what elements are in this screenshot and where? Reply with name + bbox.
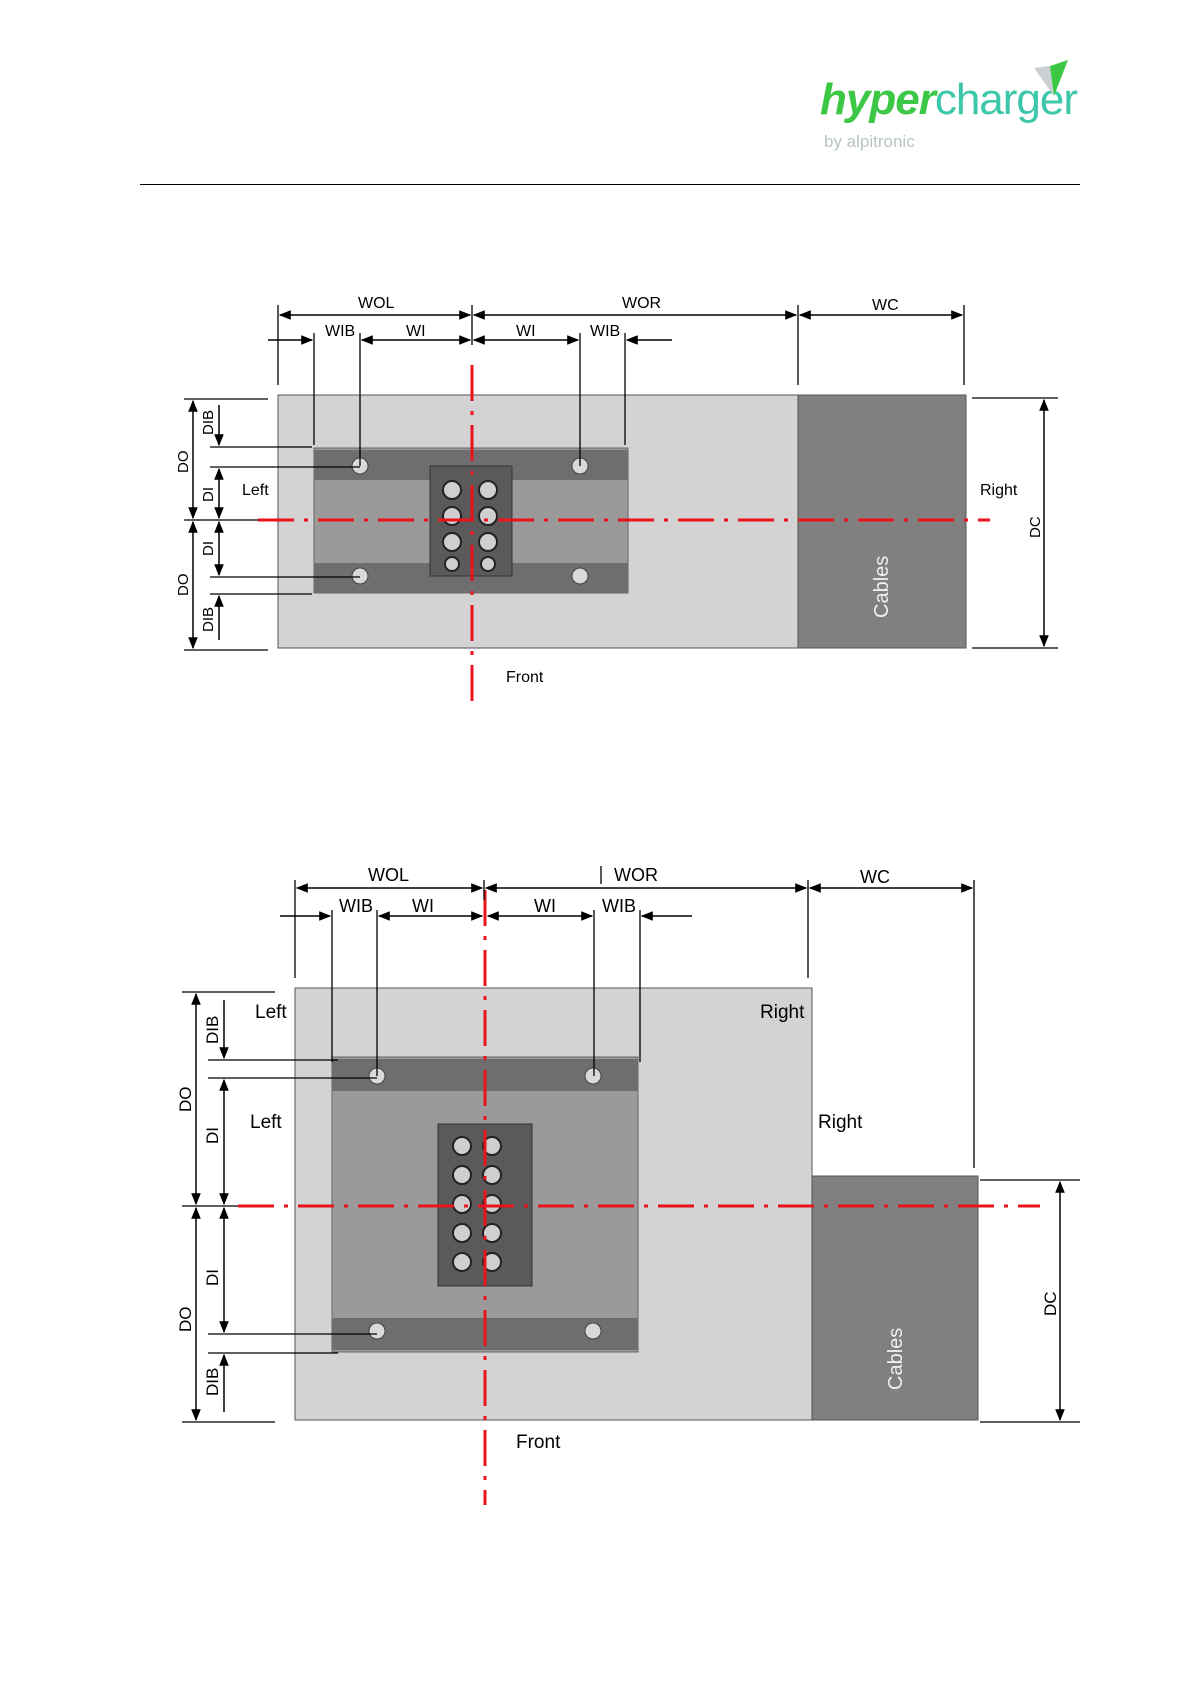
- label-w-ol: WOL: [368, 865, 409, 885]
- label-w-i-left: WI: [412, 896, 434, 916]
- label-d-o-bottom: DO: [176, 1307, 195, 1333]
- label-d-i-top: DI: [203, 1127, 222, 1144]
- label-right-inner: Right: [818, 1112, 863, 1133]
- label-w-ib-left: WIB: [339, 896, 373, 916]
- bolt-top-right: [585, 1068, 601, 1084]
- label-left-inner: Left: [250, 1112, 282, 1133]
- label-w-ib-right: WIB: [602, 896, 636, 916]
- label-d-o-top: DO: [176, 1087, 195, 1113]
- cables-label: Cables: [885, 1328, 907, 1390]
- bolt-bottom-right: [585, 1323, 601, 1339]
- label-d-ib-bottom: DIB: [203, 1368, 222, 1396]
- label-w-c: WC: [860, 867, 890, 887]
- label-right-outer: Right: [760, 1002, 805, 1023]
- label-d-c: DC: [1041, 1291, 1060, 1316]
- label-w-i-right: WI: [534, 896, 556, 916]
- label-d-ib-top: DIB: [203, 1016, 222, 1044]
- label-left-outer: Left: [255, 1002, 287, 1023]
- label-w-or: WOR: [614, 865, 658, 885]
- bolt-bottom-left: [369, 1323, 385, 1339]
- label-d-i-bottom: DI: [203, 1269, 222, 1286]
- label-front: Front: [516, 1432, 561, 1453]
